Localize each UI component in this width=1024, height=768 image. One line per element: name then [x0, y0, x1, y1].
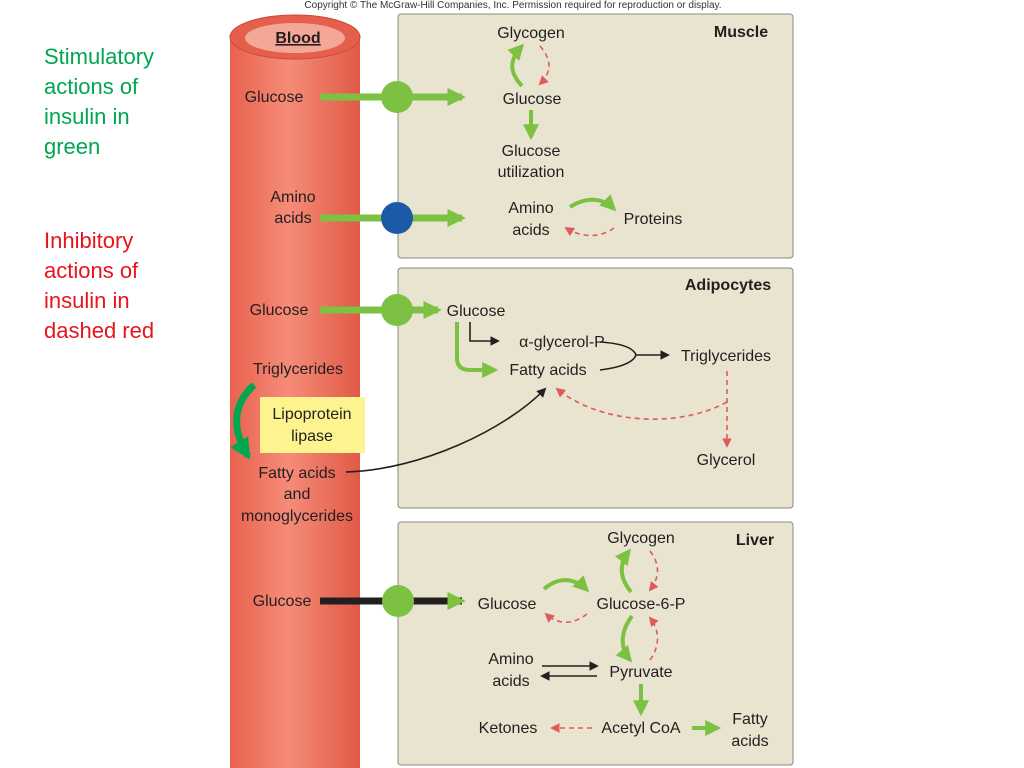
blood-amino-label-line-1: Amino	[270, 189, 315, 206]
liver-title: Liver	[736, 532, 774, 549]
adipocyte-glucose-transporter	[381, 294, 413, 326]
blood-fatty-acids-line-3: monoglycerides	[241, 508, 353, 525]
liver-ketones: Ketones	[479, 720, 538, 737]
legend-stimulatory-line-1: Stimulatory	[44, 44, 154, 69]
lipoprotein-lipase-line-1: Lipoprotein	[272, 406, 351, 423]
legend-inhibitory-line-4: dashed red	[44, 318, 154, 343]
liver-glycogen-synthesis-arrow	[614, 548, 633, 594]
lipase-hydrolysis-arrow	[230, 382, 257, 460]
legend-stimulatory-line-3: insulin in	[44, 104, 130, 129]
adipocytes-glycerol: Glycerol	[697, 452, 756, 469]
adipocyte-lipolysis-fatty-acids-arrow	[555, 387, 728, 420]
muscle-protein-synthesis-arrow	[568, 194, 617, 212]
muscle-glucose-transporter	[381, 81, 413, 113]
blood-glucose-muscle-label: Glucose	[245, 89, 304, 106]
liver-glucose-6-p: Glucose-6-P	[597, 596, 686, 613]
legend-stimulatory-line-4: green	[44, 134, 100, 159]
liver-glucose: Glucose	[478, 596, 537, 613]
liver-glucokinase-arrow	[542, 575, 590, 593]
adipocytes-title: Adipocytes	[685, 277, 771, 294]
muscle-glycogen: Glycogen	[497, 25, 565, 42]
legend-stimulatory: Stimulatory actions of insulin in green	[44, 44, 154, 159]
blood-glucose-liver-label: Glucose	[253, 593, 312, 610]
muscle-glucose-utilization-line-2: utilization	[498, 164, 565, 181]
muscle-panel	[397, 13, 794, 259]
muscle-glycogen-synthesis-arrow	[507, 43, 525, 88]
fatty-acids-uptake-arrow	[345, 387, 547, 473]
legend-inhibitory: Inhibitory actions of insulin in dashed …	[44, 228, 154, 343]
liver-glucose-6-phosphatase-arrow	[544, 612, 588, 624]
muscle-amino-transporter	[381, 202, 413, 234]
muscle-amino-line-2: acids	[512, 222, 549, 239]
copyright-notice: Copyright © The McGraw-Hill Companies, I…	[304, 0, 721, 11]
muscle-glucose: Glucose	[503, 91, 562, 108]
liver-amino-line-1: Amino	[488, 651, 533, 668]
liver-glycogen: Glycogen	[607, 530, 675, 547]
lipoprotein-lipase-line-2: lipase	[291, 428, 333, 445]
liver-amino-line-2: acids	[492, 673, 529, 690]
blood-amino-label-line-2: acids	[274, 210, 311, 227]
adipocytes-panel	[397, 267, 794, 509]
muscle-title: Muscle	[714, 24, 768, 41]
blood-fatty-acids-line-1: Fatty acids	[258, 465, 335, 482]
adipocyte-glucose-to-fatty-acids-arrow	[455, 322, 499, 378]
liver-panel	[397, 521, 794, 766]
liver-pyruvate: Pyruvate	[609, 664, 672, 681]
legend-inhibitory-line-2: actions of	[44, 258, 139, 283]
legend-inhibitory-line-1: Inhibitory	[44, 228, 133, 253]
adipocytes-glucose: Glucose	[447, 303, 506, 320]
liver-fatty-acids-line-2: acids	[731, 733, 768, 750]
liver-glycogenolysis-arrow	[648, 550, 659, 592]
legend-inhibitory-line-3: insulin in	[44, 288, 130, 313]
adipocytes-fatty-acids: Fatty acids	[509, 362, 586, 379]
muscle-amino-line-1: Amino	[508, 200, 553, 217]
muscle-proteolysis-arrow	[564, 226, 615, 237]
blood-glucose-adipocytes-label: Glucose	[250, 302, 309, 319]
blood-triglycerides-label: Triglycerides	[253, 361, 343, 378]
muscle-proteins: Proteins	[624, 211, 683, 228]
liver-glycolysis-arrow	[615, 614, 634, 663]
adipocyte-glucose-to-glycerol-p-arrow	[469, 322, 500, 346]
blood-vessel-lumen	[245, 23, 345, 53]
muscle-glucose-utilization-line-1: Glucose	[502, 143, 561, 160]
adipocytes-triglycerides: Triglycerides	[681, 348, 771, 365]
lipoprotein-lipase-box	[260, 397, 365, 453]
liver-gluconeogenesis-arrow	[648, 616, 659, 661]
liver-glucose-transporter	[382, 585, 414, 617]
blood-title: Blood	[275, 30, 320, 47]
legend-stimulatory-line-2: actions of	[44, 74, 139, 99]
liver-acetyl-coa: Acetyl CoA	[601, 720, 680, 737]
blood-fatty-acids-line-2: and	[284, 486, 311, 503]
adipocytes-alpha-glycerol-p: α-glycerol-P	[519, 334, 605, 351]
muscle-glycogenolysis-arrow	[538, 45, 550, 86]
liver-fatty-acids-line-1: Fatty	[732, 711, 768, 728]
